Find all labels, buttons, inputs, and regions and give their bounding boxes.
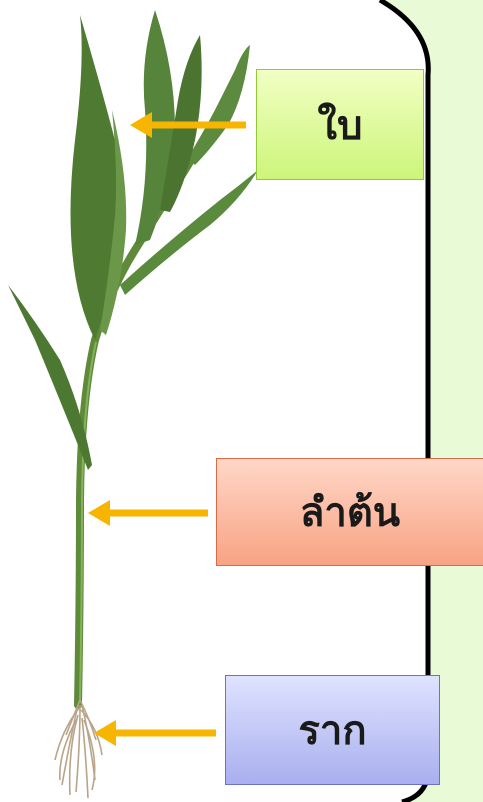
stem-label: ลำต้น	[216, 458, 483, 566]
leaf	[100, 110, 127, 335]
background-panel	[380, 0, 483, 802]
leaf	[70, 15, 122, 340]
leaf	[190, 45, 250, 165]
root-label: ราก	[225, 675, 440, 785]
stem-arrow	[88, 500, 208, 526]
panel-frame	[378, 0, 431, 802]
leaf	[8, 285, 92, 470]
root-arrow	[94, 720, 216, 746]
leaf	[120, 170, 258, 295]
stem-highlight	[79, 341, 97, 701]
roots	[54, 699, 103, 799]
leaf-label: ใบ	[256, 69, 424, 180]
leaf-arrow	[130, 112, 246, 138]
